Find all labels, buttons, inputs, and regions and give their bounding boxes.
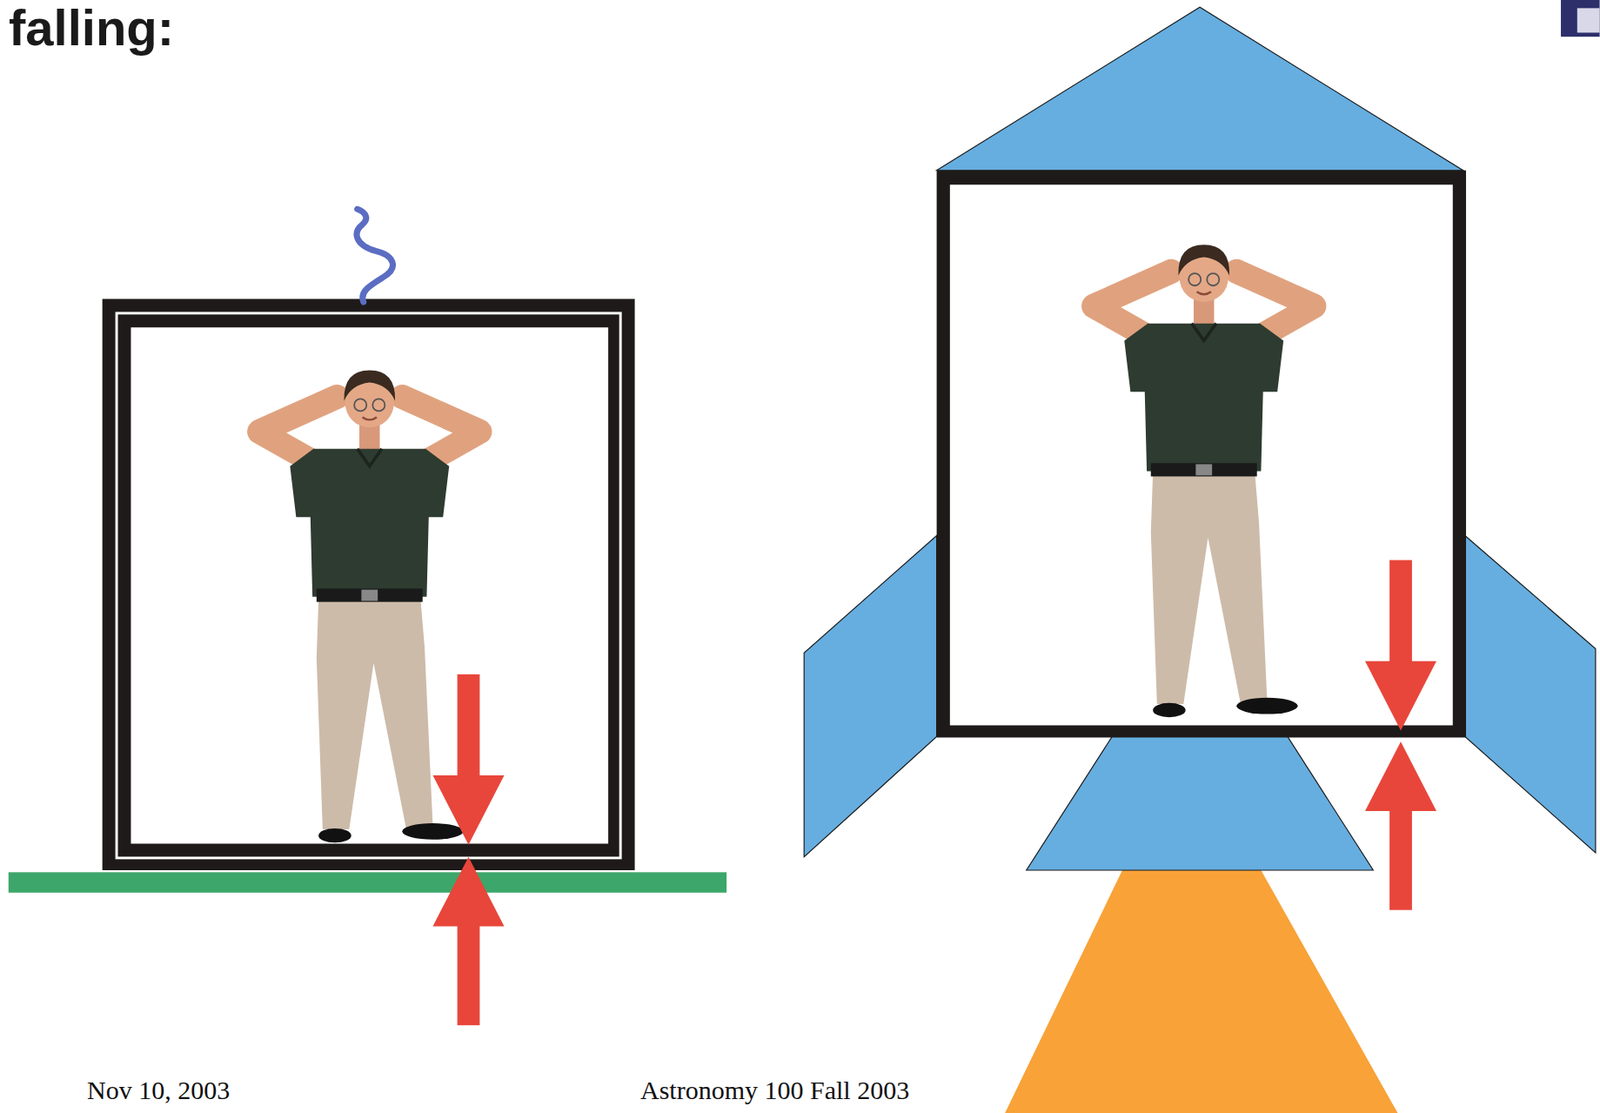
rocket-nozzle [1026,736,1374,871]
force-arrow [1389,560,1413,663]
logo-corner [1560,0,1600,37]
elevator-frame-line [116,313,621,858]
force-arrow [457,674,481,777]
rocket-fin [1465,535,1596,853]
rocket-fin [803,535,937,857]
rocket-cabin [937,170,1467,738]
force-arrow [1389,810,1413,911]
footer-date: Nov 10, 2003 [83,1075,234,1105]
rocket-nose [937,6,1464,171]
footer-course: Astronomy 100 Fall 2003 [636,1075,913,1105]
ground [8,871,727,892]
rocket-flame [1004,870,1398,1113]
logo-corner [1577,7,1600,33]
force-arrow [457,924,481,1025]
elevator-frame [102,298,636,870]
cable [356,208,393,302]
slide-title: falling: [8,0,175,56]
force-arrow [432,856,504,927]
person-figure [259,370,480,844]
force-arrow [1365,661,1437,731]
force-arrow [1365,741,1437,811]
person-figure [1093,244,1314,717]
force-arrow [432,775,504,845]
